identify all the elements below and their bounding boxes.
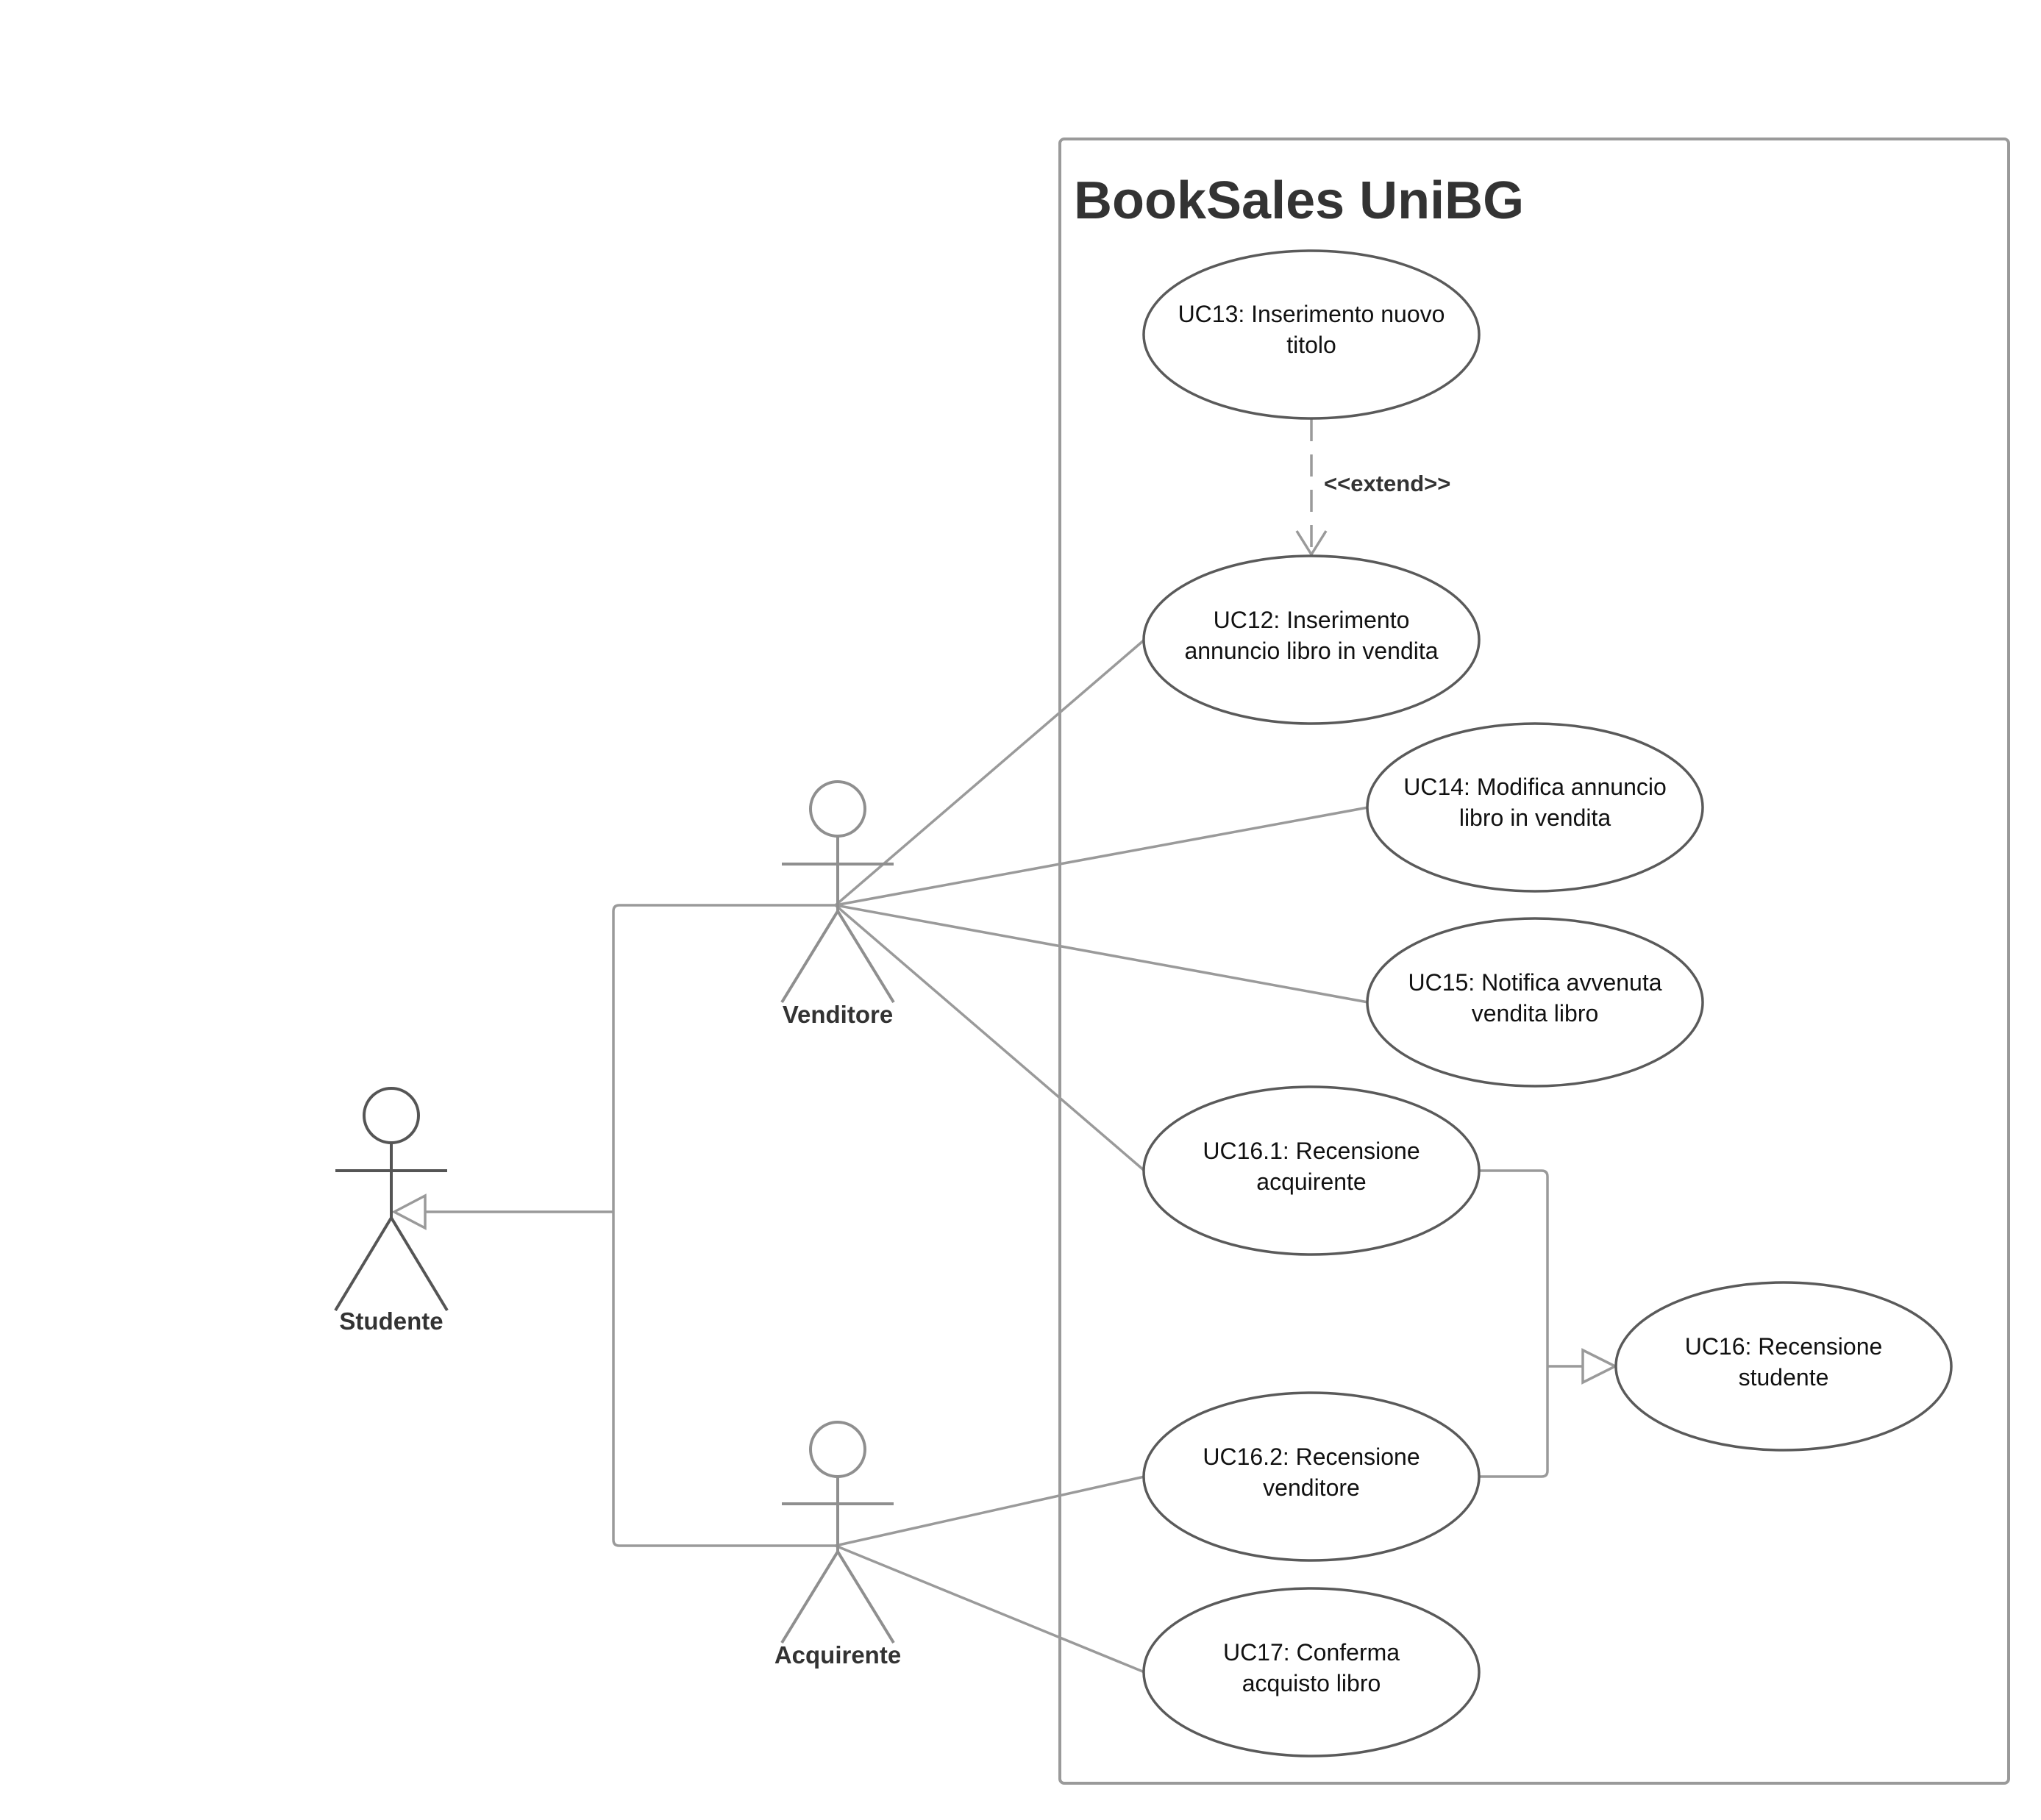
- use-case-ellipse: [1142, 554, 1481, 725]
- use-case-label-line1: UC17: Conferma: [1223, 1639, 1400, 1666]
- use-case-ellipse: [1142, 1587, 1481, 1757]
- use-case-label-line1: UC12: Inserimento: [1214, 607, 1410, 633]
- use-case-label-line1: UC16.1: Recensione: [1203, 1138, 1420, 1164]
- use-case-label-line1: UC14: Modifica annuncio: [1403, 774, 1667, 800]
- use-case-label-line2: venditore: [1263, 1474, 1360, 1501]
- system-title: BookSales UniBG: [1074, 171, 1524, 230]
- use-case-label-line2: annuncio libro in vendita: [1184, 638, 1438, 664]
- actor-acquirente[interactable]: Acquirente: [774, 1421, 901, 1669]
- generalization-connector: [612, 904, 836, 1547]
- use-case-ellipse: [1614, 1281, 1953, 1452]
- association-venditore-uc15: [835, 904, 1369, 1004]
- use-case-label-line2: acquisto libro: [1242, 1670, 1381, 1696]
- association-venditore-uc16-1: [834, 904, 1146, 1172]
- use-case-label-line2: acquirente: [1256, 1168, 1366, 1195]
- actor-venditore[interactable]: Venditore: [780, 780, 895, 1028]
- actor-label: Venditore: [783, 1001, 893, 1028]
- actor-label: Acquirente: [774, 1641, 901, 1669]
- use-case-uc12[interactable]: UC12: Inserimento annuncio libro in vend…: [1142, 554, 1481, 725]
- extend-label: <<extend>>: [1324, 471, 1450, 496]
- use-case-ellipse: [1366, 722, 1704, 893]
- extend-arrowhead: [1295, 530, 1328, 557]
- use-case-ellipse: [1142, 249, 1481, 420]
- uc-generalization-connector: [1478, 1169, 1549, 1478]
- use-case-uc16[interactable]: UC16: Recensione studente: [1614, 1281, 1953, 1452]
- association-acquirente-uc17: [835, 1544, 1145, 1674]
- stick-figure-icon: [780, 1421, 895, 1644]
- actor-studente[interactable]: Studente: [334, 1087, 449, 1335]
- use-case-label-line2: titolo: [1286, 332, 1336, 358]
- actor-label: Studente: [339, 1307, 443, 1335]
- usecase-generalization: [1478, 1169, 1618, 1478]
- association-acquirente-uc16-2: [835, 1475, 1145, 1547]
- use-case-uc16-1[interactable]: UC16.1: Recensione acquirente: [1142, 1085, 1481, 1256]
- actor-generalization: [391, 904, 836, 1547]
- use-case-ellipse: [1366, 917, 1704, 1088]
- system-boundary: [1058, 138, 2010, 1785]
- use-case-uc13[interactable]: UC13: Inserimento nuovo titolo: [1142, 249, 1481, 420]
- use-case-uc14[interactable]: UC14: Modifica annuncio libro in vendita: [1366, 722, 1704, 893]
- use-case-label-line1: UC16: Recensione: [1685, 1333, 1883, 1360]
- generalization-arrowhead: [391, 1193, 427, 1230]
- use-case-ellipse: [1142, 1085, 1481, 1256]
- uc-generalization-arrowhead: [1581, 1348, 1618, 1385]
- use-case-label-line2: libro in vendita: [1459, 804, 1611, 831]
- use-case-ellipse: [1142, 1391, 1481, 1562]
- use-case-uc17[interactable]: UC17: Conferma acquisto libro: [1142, 1587, 1481, 1757]
- use-case-label-line2: studente: [1739, 1364, 1829, 1391]
- use-case-uc15[interactable]: UC15: Notifica avvenuta vendita libro: [1366, 917, 1704, 1088]
- association-venditore-uc14: [835, 806, 1369, 907]
- extend-relation: <<extend>>: [1295, 419, 1450, 557]
- stick-figure-icon: [780, 780, 895, 1004]
- associations: [834, 638, 1369, 1674]
- association-venditore-uc12: [834, 638, 1146, 907]
- use-case-label-line1: UC15: Notifica avvenuta: [1408, 969, 1661, 996]
- use-case-label-line2: vendita libro: [1472, 1000, 1599, 1027]
- use-case-label-line1: UC16.2: Recensione: [1203, 1443, 1420, 1470]
- stick-figure-icon: [334, 1087, 449, 1312]
- use-case-label-line1: UC13: Inserimento nuovo: [1178, 301, 1445, 327]
- use-case-uc16-2[interactable]: UC16.2: Recensione venditore: [1142, 1391, 1481, 1562]
